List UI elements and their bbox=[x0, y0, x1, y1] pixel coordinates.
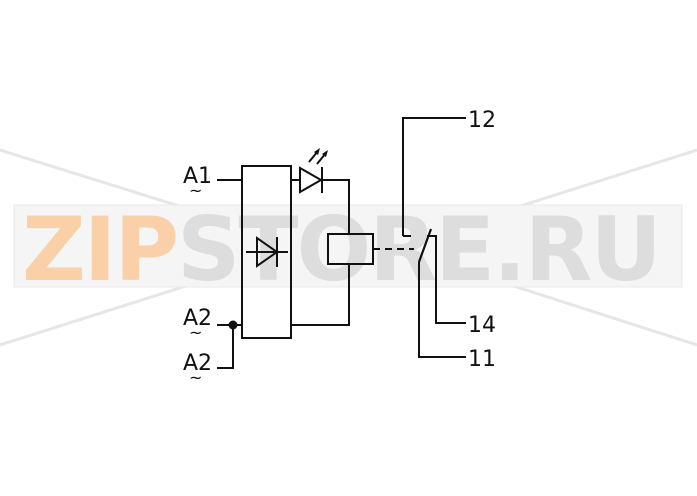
rectifier-diode bbox=[246, 236, 288, 268]
terminal-a2-top-ac-mark: ~ bbox=[189, 323, 202, 342]
contact-no-stub bbox=[427, 235, 466, 324]
module-box bbox=[241, 165, 292, 339]
wire-contact-12 bbox=[402, 117, 466, 236]
watermark-logo: ZIPSTORE.RU bbox=[22, 198, 660, 301]
led-diode bbox=[299, 166, 324, 194]
wire-led-to-coil bbox=[322, 179, 350, 234]
terminal-11-label: 11 bbox=[468, 347, 496, 372]
terminal-12-label: 12 bbox=[468, 108, 496, 133]
wire-coil-return bbox=[291, 264, 350, 326]
terminal-a2-bottom-label: A2 bbox=[183, 351, 212, 376]
terminal-a2-bottom-ac-mark: ~ bbox=[189, 368, 202, 387]
wire-contact-11 bbox=[418, 262, 466, 358]
watermark-logo-part1: ZIP bbox=[22, 198, 177, 301]
terminal-a1-label: A1 bbox=[183, 164, 212, 189]
contact-blade bbox=[417, 228, 433, 263]
terminal-a2-top-label: A2 bbox=[183, 306, 212, 331]
light-emission-icon bbox=[308, 148, 328, 165]
wire-a2-bridge bbox=[217, 325, 234, 369]
terminal-a1-ac-mark: ~ bbox=[189, 181, 202, 200]
terminal-14-label: 14 bbox=[468, 313, 496, 338]
